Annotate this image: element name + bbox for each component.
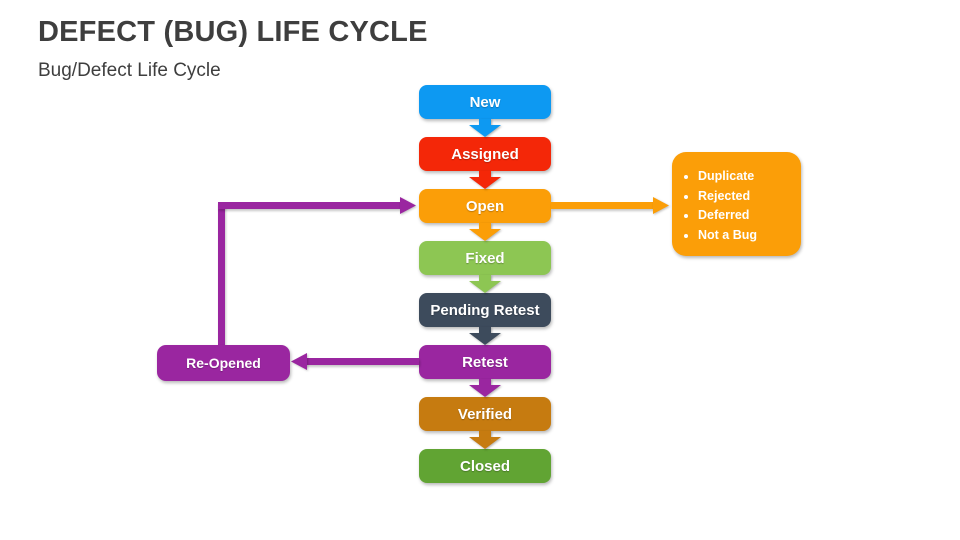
page-subtitle: Bug/Defect Life Cycle xyxy=(38,60,221,81)
down-arrow-icon xyxy=(469,223,501,241)
down-arrow-icon xyxy=(469,275,501,293)
connector-open-to-sidebox xyxy=(551,202,655,209)
connector-reopened-elbow-horizontal xyxy=(218,202,402,209)
list-item: Not a Bug xyxy=(698,226,795,246)
down-arrow-icon xyxy=(469,171,501,189)
connector-retest-to-reopened xyxy=(305,358,419,365)
list-item: Deferred xyxy=(698,206,795,226)
flow-node-pending-retest: Pending Retest xyxy=(419,293,551,327)
flow-node-new: New xyxy=(419,85,551,119)
down-arrow-icon xyxy=(469,379,501,397)
arrow-right-icon xyxy=(653,197,669,214)
open-outcomes-box: Duplicate Rejected Deferred Not a Bug xyxy=(672,152,801,256)
flow-node-verified: Verified xyxy=(419,397,551,431)
flow-node-open: Open xyxy=(419,189,551,223)
flow-node-retest: Retest xyxy=(419,345,551,379)
flow-node-fixed: Fixed xyxy=(419,241,551,275)
down-arrow-icon xyxy=(469,327,501,345)
flow-node-closed: Closed xyxy=(419,449,551,483)
open-outcomes-list: Duplicate Rejected Deferred Not a Bug xyxy=(672,152,801,245)
connector-reopened-elbow-vertical xyxy=(218,202,225,345)
page-title: DEFECT (BUG) LIFE CYCLE xyxy=(38,16,428,48)
flow-node-reopened: Re-Opened xyxy=(157,345,290,381)
arrow-right-icon xyxy=(400,197,416,214)
arrow-left-icon xyxy=(291,353,307,370)
list-item: Rejected xyxy=(698,187,795,207)
list-item: Duplicate xyxy=(698,167,795,187)
flow-node-assigned: Assigned xyxy=(419,137,551,171)
down-arrow-icon xyxy=(469,431,501,449)
down-arrow-icon xyxy=(469,119,501,137)
